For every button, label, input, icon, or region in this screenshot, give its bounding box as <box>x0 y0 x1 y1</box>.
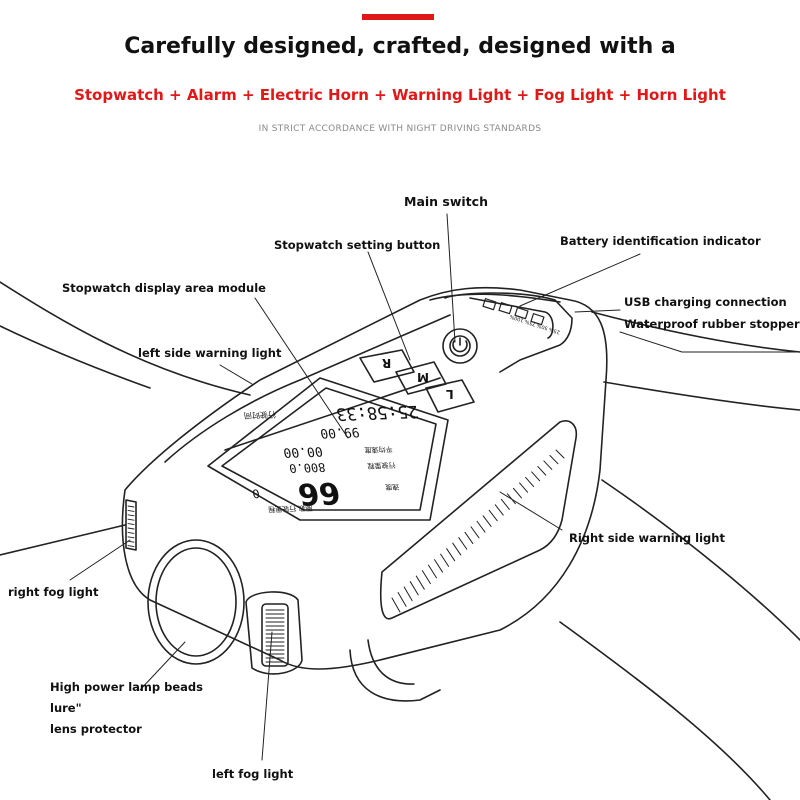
slot-line <box>464 531 474 545</box>
accent-bar <box>362 14 434 20</box>
slot-line <box>409 581 419 596</box>
leader-lines <box>69 213 800 761</box>
slot-line <box>494 504 504 516</box>
tagline: IN STRICT ACCORDANCE WITH NIGHT DRIVING … <box>258 124 542 134</box>
slot-line <box>127 509 135 512</box>
slot-line <box>127 523 135 526</box>
slot-line <box>470 526 480 539</box>
headline: Carefully designed, crafted, designed wi… <box>124 34 676 59</box>
slot-line <box>537 465 547 476</box>
slot-line <box>397 592 407 607</box>
slot-line <box>452 542 462 556</box>
slot-line <box>512 487 522 499</box>
display-value-3-label: 行驶里程 <box>366 460 396 470</box>
label-lens-protector: lens protector <box>50 722 142 736</box>
label-right-fog: right fog light <box>8 585 99 599</box>
display-value-1: 99.00 <box>318 423 361 441</box>
slot-line <box>127 505 135 508</box>
display-footer-label: 圈数 行驶里程 <box>267 503 314 514</box>
label-left-fog: left fog light <box>212 767 294 781</box>
slot-line <box>127 527 135 530</box>
slot-line <box>391 597 401 613</box>
slot-line <box>127 518 135 521</box>
battery-indicator <box>482 298 545 326</box>
label-battery-indicator: Battery identification indicator <box>560 234 761 248</box>
slot-line <box>127 536 135 539</box>
left-fog-light <box>245 591 303 675</box>
slot-line <box>427 564 437 579</box>
stopwatch-display: 25:58:33 行驶时间 99.00 00.00 平均速度 800.0 行驶里… <box>211 383 443 514</box>
label-right-side-warning: Right side warning light <box>569 531 725 545</box>
display-value-2: 00.00 <box>282 443 324 460</box>
slot-line <box>421 570 431 584</box>
button-m: M <box>417 370 429 384</box>
slot-line <box>476 520 486 533</box>
slot-line <box>440 553 450 567</box>
label-waterproof-stopper: Waterproof rubber stopper <box>624 317 800 331</box>
label-main-switch: Main switch <box>404 194 488 209</box>
label-usb-charging: USB charging connection <box>624 295 787 309</box>
front-lens <box>147 539 245 665</box>
slot-line <box>458 537 468 550</box>
top-panel <box>444 292 573 373</box>
button-l: L <box>446 387 454 401</box>
label-stopwatch-display-module: Stopwatch display area module <box>62 281 266 295</box>
power-button <box>442 328 478 364</box>
display-frame <box>207 377 449 521</box>
display-value-2-label: 平均速度 <box>363 444 394 454</box>
slot-line <box>434 559 444 573</box>
display-time: 25:58:33 <box>334 400 420 424</box>
slot-line <box>549 454 559 465</box>
slot-line <box>482 515 492 527</box>
label-lure: lure" <box>50 701 82 715</box>
slot-line <box>543 460 553 470</box>
slot-line <box>127 545 135 548</box>
slot-line <box>403 586 413 602</box>
right-warning-light <box>379 420 578 620</box>
slot-line <box>488 509 498 522</box>
label-stopwatch-setting-button: Stopwatch setting button <box>274 238 441 252</box>
slot-line <box>555 449 565 459</box>
button-r: R <box>382 356 392 370</box>
slot-line <box>525 476 535 488</box>
display-small-digit: 0 <box>251 486 261 501</box>
display-value-3: 800.0 <box>288 460 327 476</box>
feature-list: Stopwatch + Alarm + Electric Horn + Warn… <box>74 86 726 104</box>
display-speed-label: 速度 <box>384 482 400 491</box>
slot-line <box>415 575 425 590</box>
slot-line <box>519 482 529 493</box>
slot-line <box>446 548 456 562</box>
display-time-label: 行驶时间 <box>243 409 277 420</box>
slot-line <box>127 531 135 534</box>
handlebar <box>0 281 800 800</box>
slot-line <box>531 471 541 482</box>
stopwatch-buttons <box>359 349 475 413</box>
label-left-side-warning: left side warning light <box>138 346 282 360</box>
slot-line <box>500 498 510 510</box>
slot-line <box>127 514 135 517</box>
right-fog-light <box>125 499 137 551</box>
mount-clamp <box>349 639 441 702</box>
label-lamp-beads: High power lamp beads <box>50 680 204 694</box>
slot-line <box>127 540 135 543</box>
